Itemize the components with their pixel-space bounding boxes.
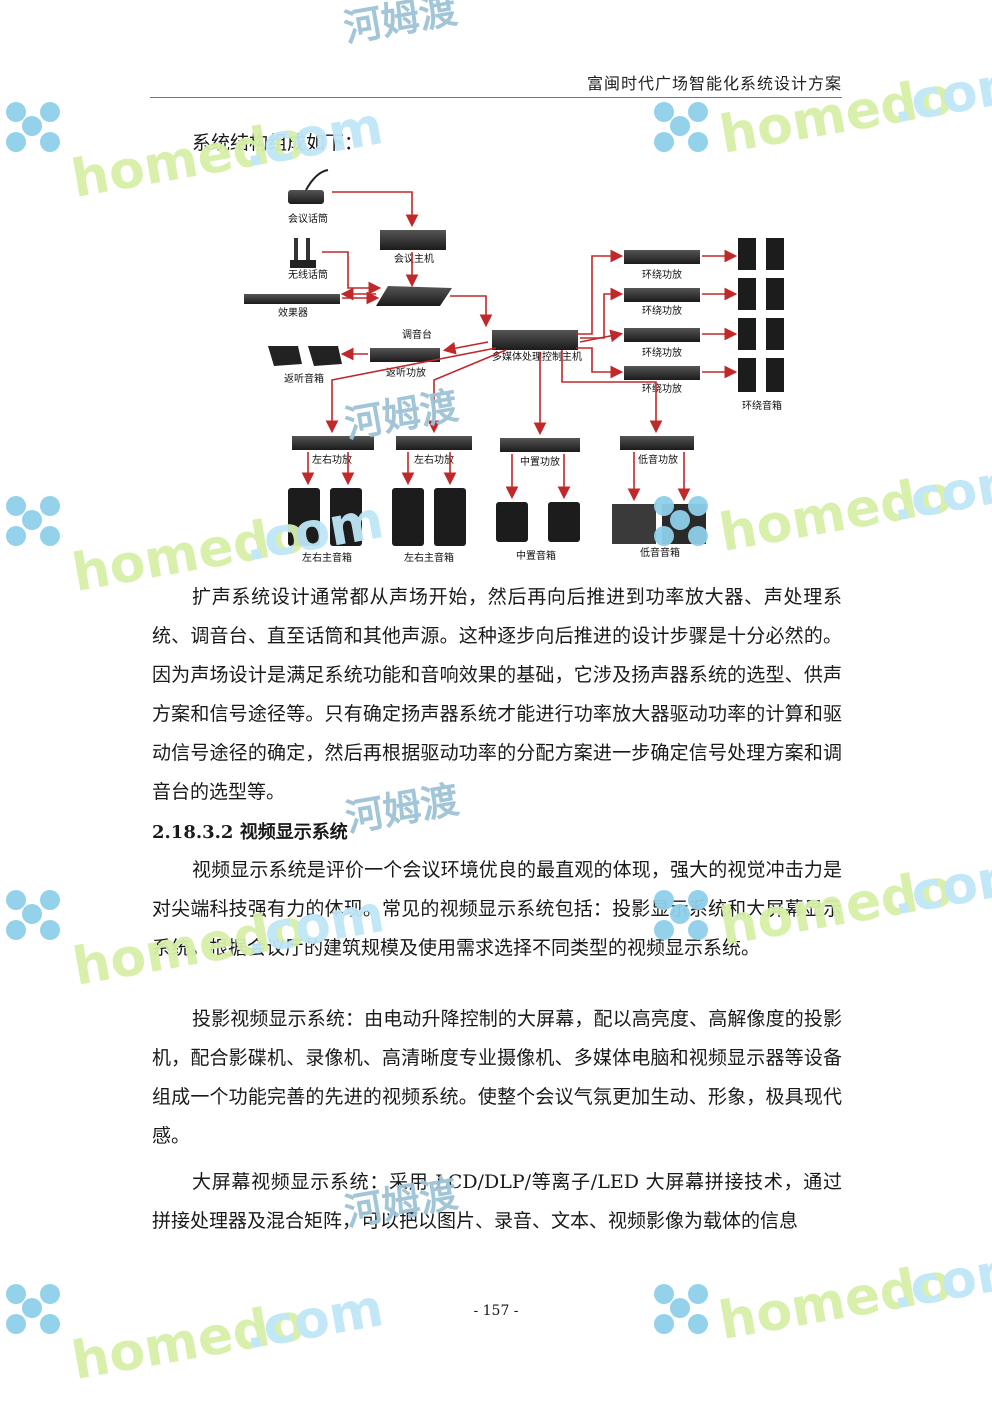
label-meeting-mic: 会议话筒 xyxy=(288,212,328,225)
monitor-amp-device xyxy=(370,348,440,362)
label-monitor-speaker: 返听音箱 xyxy=(284,372,324,385)
label-center-speakers: 中置音箱 xyxy=(516,549,556,562)
intro-text: 系统结构组成如下： xyxy=(192,132,364,154)
label-processor: 多媒体处理控制主机 xyxy=(492,350,582,363)
label-lr-speakers-2: 左右主音箱 xyxy=(404,551,454,564)
label-center-amp: 中置功放 xyxy=(520,455,560,468)
svg-text:.com: .com xyxy=(886,450,992,533)
wireless-mic-device xyxy=(290,238,316,268)
label-surround-amp-3: 环绕功放 xyxy=(642,346,682,359)
label-sub-speakers: 低音音箱 xyxy=(640,546,680,559)
label-surround-speakers: 环绕音箱 xyxy=(742,399,782,412)
label-surround-amp-1: 环绕功放 xyxy=(642,268,682,281)
label-monitor-amp: 返听功放 xyxy=(386,366,426,379)
label-wireless-mic: 无线话筒 xyxy=(288,268,328,281)
svg-text:.com: .com xyxy=(239,1278,388,1361)
monitor-speaker-left xyxy=(268,346,302,366)
label-lr-amp-1: 左右功放 xyxy=(312,453,352,466)
page-number: - 157 - xyxy=(473,1303,519,1319)
paragraph-1: 扩声系统设计通常都从声场开始，然后再向后推进到功率放大器、声处理系统、调音台、直… xyxy=(152,586,842,803)
label-lr-amp-2: 左右功放 xyxy=(414,453,454,466)
section-heading: 2.18.3.2 视频显示系统 xyxy=(152,822,348,843)
sub-speakers xyxy=(612,504,706,544)
paragraph-2: 视频显示系统是评价一个会议环境优良的最直观的体现，强大的视觉冲击力是对尖端科技强… xyxy=(152,859,842,959)
meeting-host-device xyxy=(380,230,446,250)
svg-text:河姆渡: 河姆渡 xyxy=(340,0,460,51)
paragraph-3: 投影视频显示系统：由电动升降控制的大屏幕，配以高亮度、高解像度的投影机，配合影碟… xyxy=(152,1008,842,1147)
effects-device xyxy=(244,294,340,304)
center-amp xyxy=(500,438,580,452)
lr-speakers-2 xyxy=(392,488,466,546)
paragraph-1-block: 扩声系统设计通常都从声场开始，然后再向后推进到功率放大器、声处理系统、调音台、直… xyxy=(152,578,842,812)
meeting-mic-device xyxy=(288,169,329,204)
center-speakers xyxy=(496,502,580,542)
surround-amp-4 xyxy=(624,366,700,380)
svg-text:.com: .com xyxy=(887,52,992,135)
label-sub-amp: 低音功放 xyxy=(638,453,678,466)
paragraph-3-block: 投影视频显示系统：由电动升降控制的大屏幕，配以高亮度、高解像度的投影机，配合影碟… xyxy=(152,1000,842,1156)
monitor-speaker-right xyxy=(308,346,342,366)
header-title: 富闽时代广场智能化系统设计方案 xyxy=(586,74,842,93)
label-lr-speakers-1: 左右主音箱 xyxy=(302,551,352,564)
mixer-device xyxy=(376,286,452,306)
header-rule xyxy=(150,97,842,98)
paragraph-4: 大屏幕视频显示系统：采用 LCD/DLP/等离子/LED 大屏幕拼接技术，通过拼… xyxy=(152,1171,842,1232)
lr-speakers-1 xyxy=(288,488,362,546)
paragraph-4-block: 大屏幕视频显示系统：采用 LCD/DLP/等离子/LED 大屏幕拼接技术，通过拼… xyxy=(152,1163,842,1241)
surround-amp-3 xyxy=(624,328,700,342)
label-mixer: 调音台 xyxy=(402,328,432,341)
label-surround-amp-2: 环绕功放 xyxy=(642,304,682,317)
lr-amp-2 xyxy=(396,436,472,450)
signal-arrows xyxy=(301,191,738,502)
sub-amp xyxy=(620,436,694,450)
surround-speakers xyxy=(738,238,784,392)
lr-amp-1 xyxy=(292,436,374,450)
paragraph-2-block: 视频显示系统是评价一个会议环境优良的最直观的体现，强大的视觉冲击力是对尖端科技强… xyxy=(152,851,842,968)
label-effects: 效果器 xyxy=(278,306,308,319)
label-surround-amp-4: 环绕功放 xyxy=(642,382,682,395)
surround-amp-2 xyxy=(624,288,700,302)
svg-text:homedo: homedo xyxy=(715,1252,957,1352)
surround-amp-1 xyxy=(624,250,700,264)
system-diagram: 会议话筒 会议主机 无线话筒 效果器 调音台 返听音箱 返听功放 多媒体处理控制… xyxy=(244,169,784,564)
processor-device xyxy=(492,330,578,350)
svg-text:.com: .com xyxy=(887,844,992,927)
label-meeting-host: 会议主机 xyxy=(394,252,434,265)
